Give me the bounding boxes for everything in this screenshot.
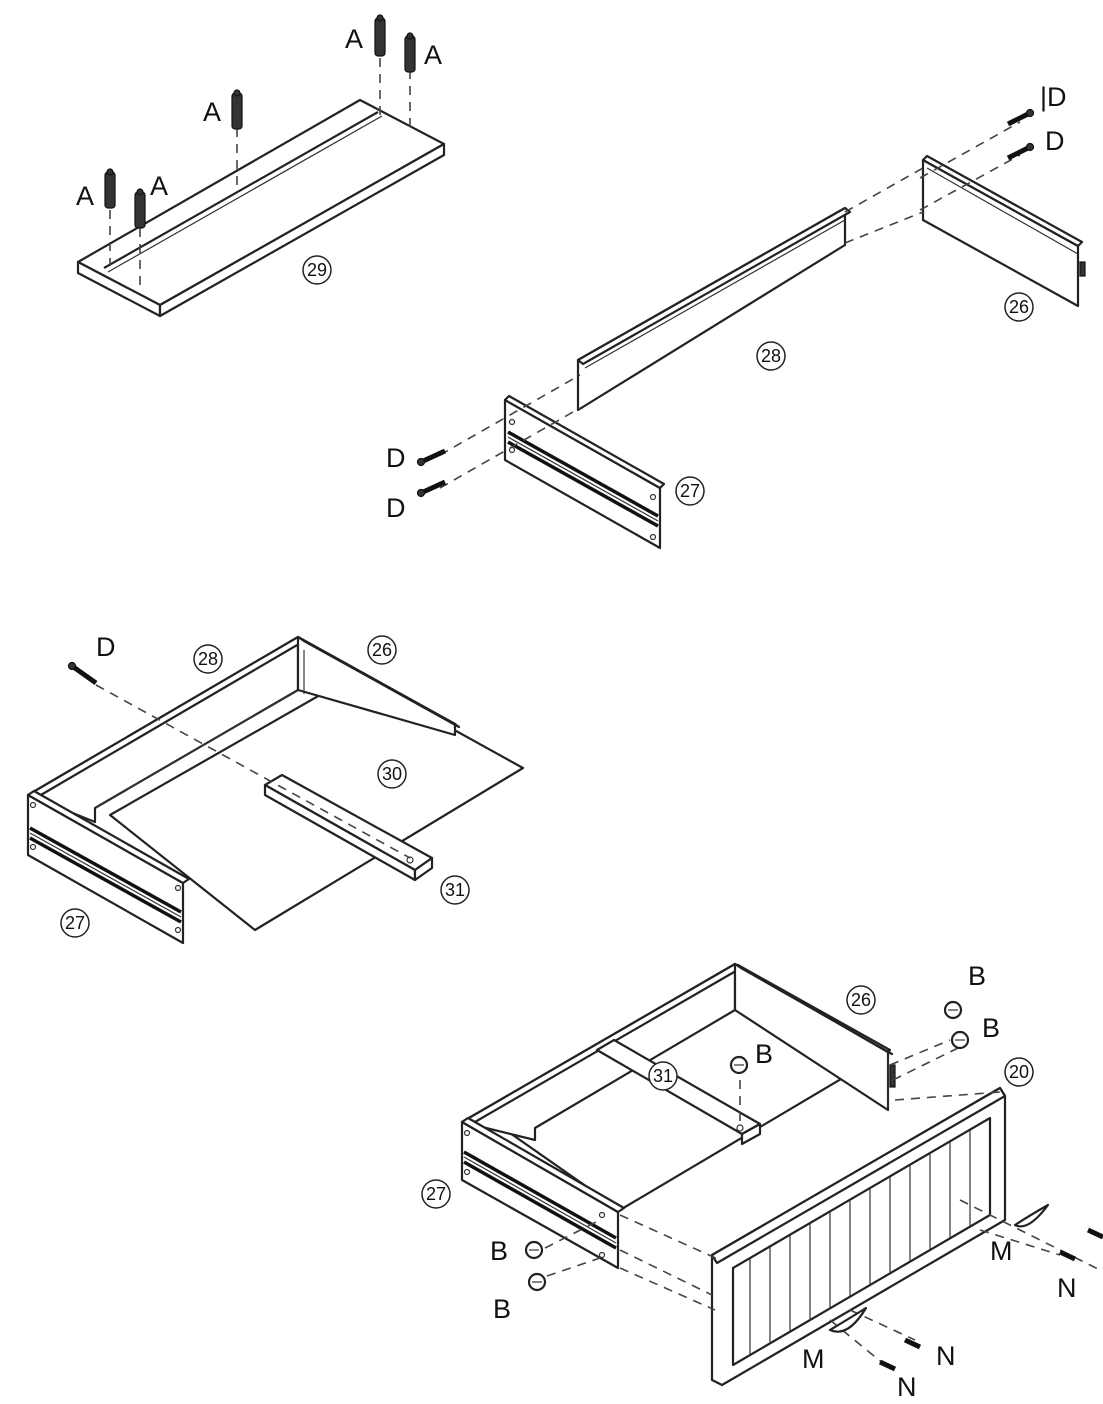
part-number-20: 20 <box>1004 1057 1034 1087</box>
hardware-label-a: A <box>424 40 442 70</box>
screw-icon <box>1058 1249 1077 1262</box>
screw-icon <box>1006 108 1035 127</box>
hardware-label-b: B <box>755 1039 773 1069</box>
svg-text:31: 31 <box>445 880 465 900</box>
part-number-27: 27 <box>421 1179 451 1209</box>
hardware-label-d: D <box>386 493 406 523</box>
hardware-label-n: N <box>936 1341 956 1371</box>
step-4-drawer-front: B B B B B M M N N N 26 31 20 27 <box>421 961 1103 1402</box>
hardware-label-b: B <box>493 1294 511 1324</box>
dowel-icon <box>231 89 243 130</box>
part-number-28: 28 <box>756 341 786 371</box>
screw-icon <box>416 479 447 498</box>
cam-lock-icon <box>524 1240 544 1260</box>
hardware-label-a: A <box>203 97 221 127</box>
part-number-26: 26 <box>1004 292 1034 322</box>
dowel-icon <box>374 14 386 57</box>
hardware-label-n: N <box>1057 1273 1077 1303</box>
part-number-31: 31 <box>648 1061 678 1091</box>
part-number-28: 28 <box>193 644 223 674</box>
hardware-label-m: M <box>990 1236 1013 1266</box>
hardware-label-a: A <box>150 171 168 201</box>
hardware-label-b: B <box>490 1236 508 1266</box>
step-1-panel-29: A A A A A 29 <box>76 14 446 318</box>
part-number-31: 31 <box>440 875 470 905</box>
hardware-label-d: D <box>386 443 406 473</box>
svg-text:28: 28 <box>761 346 781 366</box>
hardware-label-a: A <box>345 24 363 54</box>
part-number-26: 26 <box>367 635 397 665</box>
hardware-label-d: D <box>96 632 116 662</box>
cam-lock-icon <box>729 1055 749 1075</box>
svg-text:26: 26 <box>851 990 871 1010</box>
screw-icon <box>903 1337 922 1350</box>
cam-lock-icon <box>950 1030 970 1050</box>
part-number-30: 30 <box>377 759 407 789</box>
svg-text:31: 31 <box>653 1066 673 1086</box>
hardware-label-n: N <box>897 1372 917 1402</box>
dowel-icon <box>104 168 116 209</box>
svg-text:27: 27 <box>426 1184 446 1204</box>
hardware-label-m: M <box>802 1344 825 1374</box>
dowel-icon <box>404 32 416 73</box>
handle-icon <box>1013 1203 1050 1228</box>
screw-icon <box>416 448 447 467</box>
svg-text:30: 30 <box>382 764 402 784</box>
screw-icon <box>878 1359 897 1372</box>
hardware-label-d: D <box>1045 126 1065 156</box>
part-number-29: 29 <box>302 255 332 285</box>
hardware-label-b: B <box>982 1013 1000 1043</box>
screw-icon <box>67 661 98 686</box>
hardware-label-b: B <box>968 961 986 991</box>
part-number-27: 27 <box>60 908 90 938</box>
step-3-drawer-box: D 28 26 30 31 27 <box>26 632 525 945</box>
cam-lock-icon <box>527 1272 547 1292</box>
part-number-26: 26 <box>846 985 876 1015</box>
svg-text:27: 27 <box>65 913 85 933</box>
handle-icon <box>828 1306 868 1333</box>
svg-text:29: 29 <box>307 260 327 280</box>
step-2-back-and-side: D D |D D 28 26 27 <box>386 82 1086 550</box>
screw-icon <box>1086 1227 1103 1240</box>
part-number-27: 27 <box>675 476 705 506</box>
svg-text:28: 28 <box>198 649 218 669</box>
screw-icon <box>1006 142 1035 161</box>
dowel-icon <box>134 188 146 229</box>
hardware-label-a: A <box>76 181 94 211</box>
hardware-label-d: |D <box>1040 82 1067 112</box>
svg-text:27: 27 <box>680 481 700 501</box>
svg-text:26: 26 <box>372 640 392 660</box>
cam-lock-icon <box>943 1000 963 1020</box>
svg-text:26: 26 <box>1009 297 1029 317</box>
svg-text:20: 20 <box>1009 1062 1029 1082</box>
